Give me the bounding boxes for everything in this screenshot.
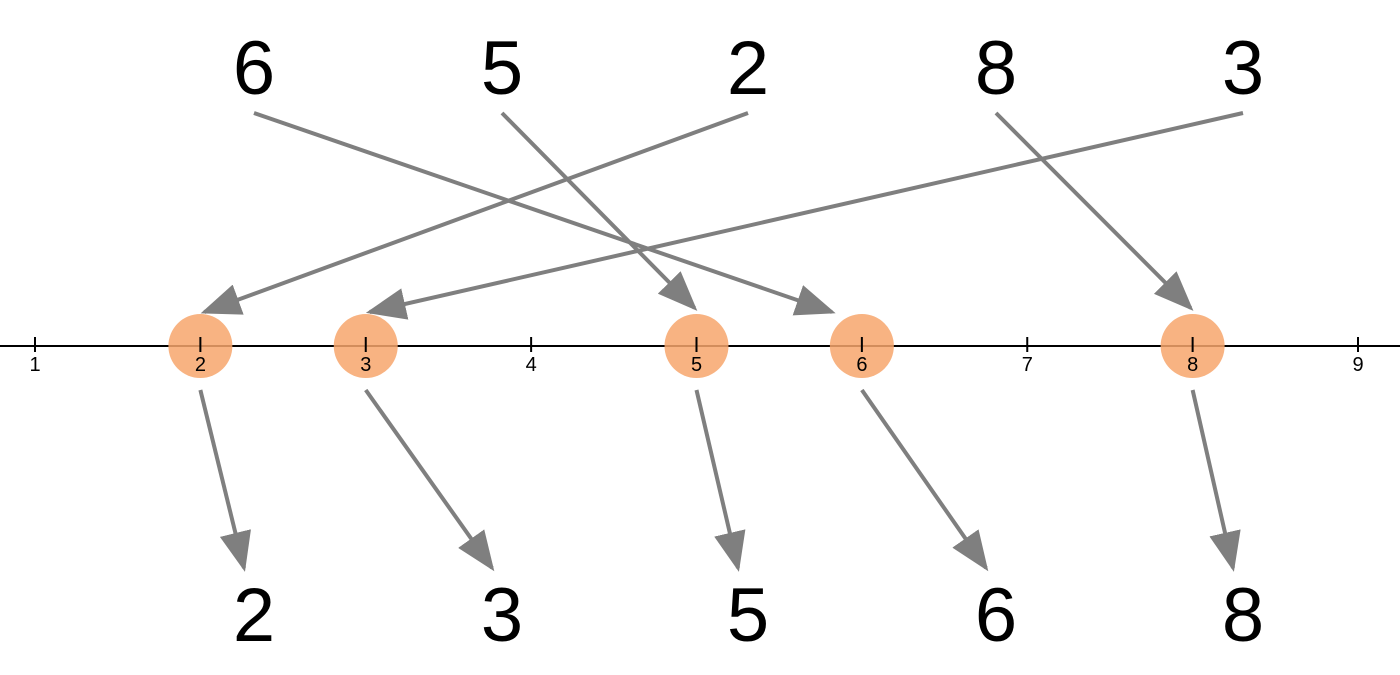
sorted-number: 3 — [481, 573, 523, 658]
axis-tick-label: 8 — [1187, 354, 1198, 376]
arrow-to-line — [365, 111, 1244, 320]
axis-ticks: 1 2 3 4 5 6 7 8 9 — [29, 337, 1364, 376]
input-number: 6 — [233, 26, 275, 111]
input-number: 3 — [1222, 26, 1264, 111]
arrow-from-line — [694, 389, 746, 572]
arrow-to-line — [994, 111, 1194, 311]
arrows-to-line — [200, 111, 1244, 320]
arrows-from-line — [198, 388, 1241, 572]
axis-tick-label: 7 — [1022, 354, 1033, 376]
axis-tick-label: 6 — [856, 354, 867, 376]
axis-tick-label: 3 — [360, 354, 371, 376]
sorted-number: 6 — [975, 573, 1017, 658]
arrow-from-line — [364, 388, 495, 572]
sorted-number: 8 — [1222, 573, 1264, 658]
axis-tick-label: 4 — [526, 354, 537, 376]
arrow-from-line — [1190, 389, 1241, 572]
arrow-to-line — [200, 111, 749, 315]
input-number: 8 — [975, 26, 1017, 111]
sorted-number: 2 — [233, 573, 275, 658]
arrow-from-line — [860, 388, 989, 572]
input-number: 5 — [481, 26, 523, 111]
axis-tick-label: 9 — [1352, 354, 1363, 376]
input-number: 2 — [727, 26, 769, 111]
arrow-to-line — [500, 111, 698, 311]
sorted-number: 5 — [727, 573, 769, 658]
axis-tick-label: 2 — [195, 354, 206, 376]
axis-tick-label: 5 — [691, 354, 702, 376]
axis-tick-label: 1 — [29, 354, 40, 376]
arrow-to-line — [253, 111, 836, 316]
arrow-from-line — [198, 389, 251, 572]
